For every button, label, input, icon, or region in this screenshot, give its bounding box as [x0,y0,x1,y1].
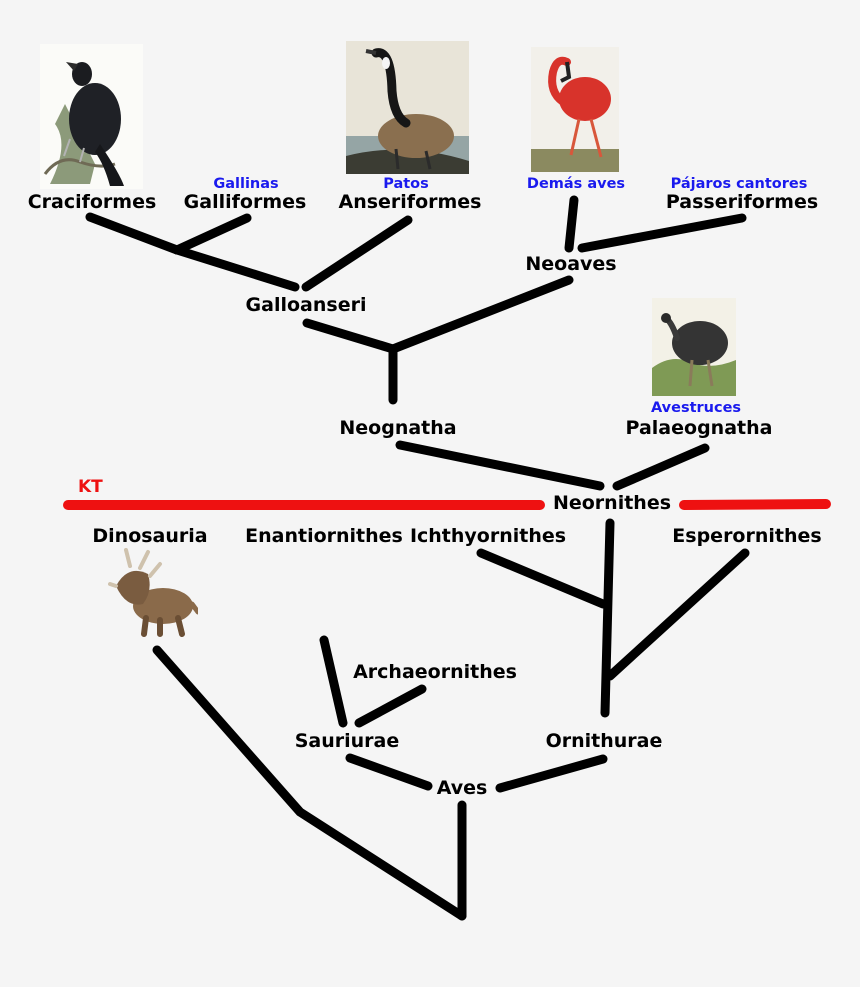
branch-neoaves [388,275,574,354]
branch-sauriurae [345,753,433,791]
esperornithes-label: Esperornithes [672,525,822,547]
neornithes-label: Neornithes [552,492,672,514]
flamingo-image [531,47,619,172]
branch-archaeornithes [354,684,427,728]
avestruces-label: Avestruces [650,400,742,416]
branch-esperornithes [605,548,750,681]
anseriformes-label: Anseriformes [338,191,482,213]
demas-aves-label: Demás aves [526,176,626,192]
dinosauria-label: Dinosauria [92,525,208,547]
enantiornithes-label: Enantiornithes [245,525,403,547]
branch-enantiornithes [319,635,348,728]
archaeornithes-label: Archaeornithes [353,661,517,683]
sauriurae-label: Sauriurae [294,730,400,752]
kt-label: KT [78,477,103,497]
pajaros-cantores-label: Pájaros cantores [670,176,808,192]
branch-galliformes [172,213,252,255]
rhea-image [652,298,736,396]
aves-label: Aves [436,777,488,799]
ornithurae-label: Ornithurae [545,730,663,752]
craciformes-label: Craciformes [27,191,157,213]
branch-neognatha [395,440,605,491]
gallinas-label: Gallinas [213,176,279,192]
patos-label: Patos [383,176,429,192]
branch-cracidae-galliformes [172,245,300,292]
branch-ornithurae [495,754,608,793]
branch-craciformes [85,212,182,255]
branch-anseriformes [301,215,413,292]
ichthyornithes-label: Ichthyornithes [409,525,567,547]
branch-passeriformes [577,213,747,253]
branch-palaeognatha [612,443,710,491]
branch-neornithes-stem [600,518,615,718]
neognatha-label: Neognatha [339,417,457,439]
curassow-image [40,44,143,189]
dinosaur-image [108,546,201,638]
passeriformes-label: Passeriformes [665,191,819,213]
kt-boundary-line [63,499,831,510]
neoaves-label: Neoaves [525,253,617,275]
branch-ichthyornithes [476,548,608,609]
palaeognatha-label: Palaeognatha [625,417,773,439]
goose-image [346,41,469,174]
branch-galloanseri [302,318,398,354]
branch-demas-aves [564,195,579,253]
galloanseri-label: Galloanseri [245,294,367,316]
branch-dinosauria [152,645,467,921]
galliformes-label: Galliformes [183,191,307,213]
